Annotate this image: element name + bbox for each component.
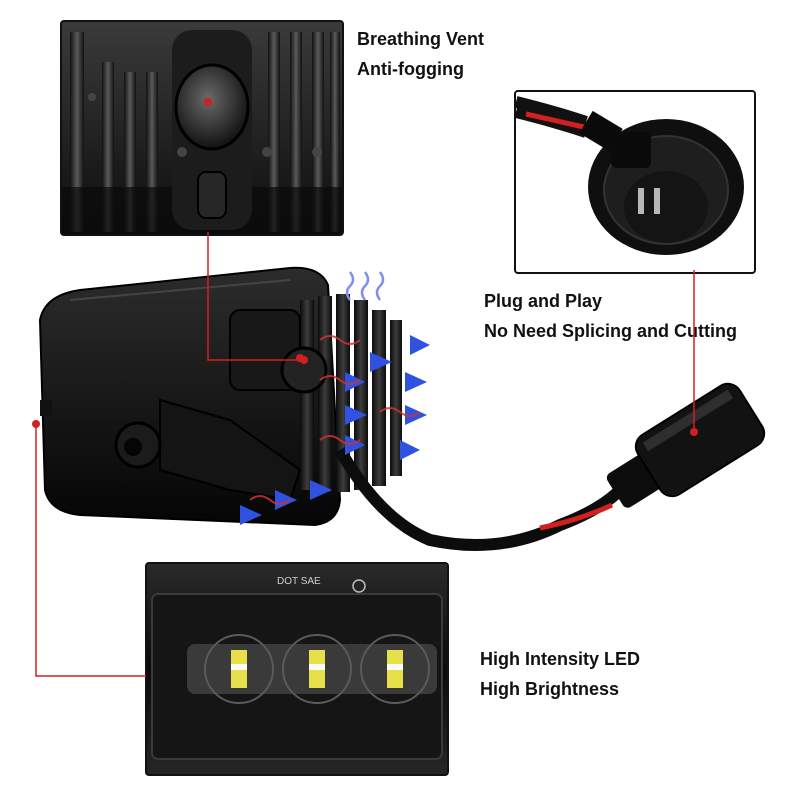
plug-marker-dot [690, 428, 698, 436]
plug-closeup-image [516, 96, 744, 255]
plug-caption-line2: No Need Splicing and Cutting [484, 321, 737, 341]
vent-marker-dot [300, 356, 308, 364]
vent-caption-line2: Anti-fogging [357, 59, 464, 79]
plug-caption-line1: Plug and Play [484, 291, 603, 311]
plug-closeup-inset [514, 90, 756, 274]
vent-caption-line1: Breathing Vent [357, 29, 485, 49]
led-caption-line2: High Brightness [480, 679, 620, 699]
led-caption: High Intensity LED High Brightness [480, 644, 640, 704]
vent-caption: Breathing Vent Anti-fogging [357, 24, 484, 84]
led-closeup-inset: DOT SAE [145, 562, 449, 776]
vent-closeup-image [62, 22, 342, 234]
led-closeup-image [147, 564, 447, 774]
led-marker-dot [32, 420, 40, 428]
fog-light-product-image [38, 266, 766, 551]
led-caption-line1: High Intensity LED [480, 649, 641, 669]
vent-closeup-inset [60, 20, 344, 236]
plug-caption: Plug and Play No Need Splicing and Cutti… [484, 286, 737, 346]
lens-marking: DOT SAE [277, 576, 321, 587]
